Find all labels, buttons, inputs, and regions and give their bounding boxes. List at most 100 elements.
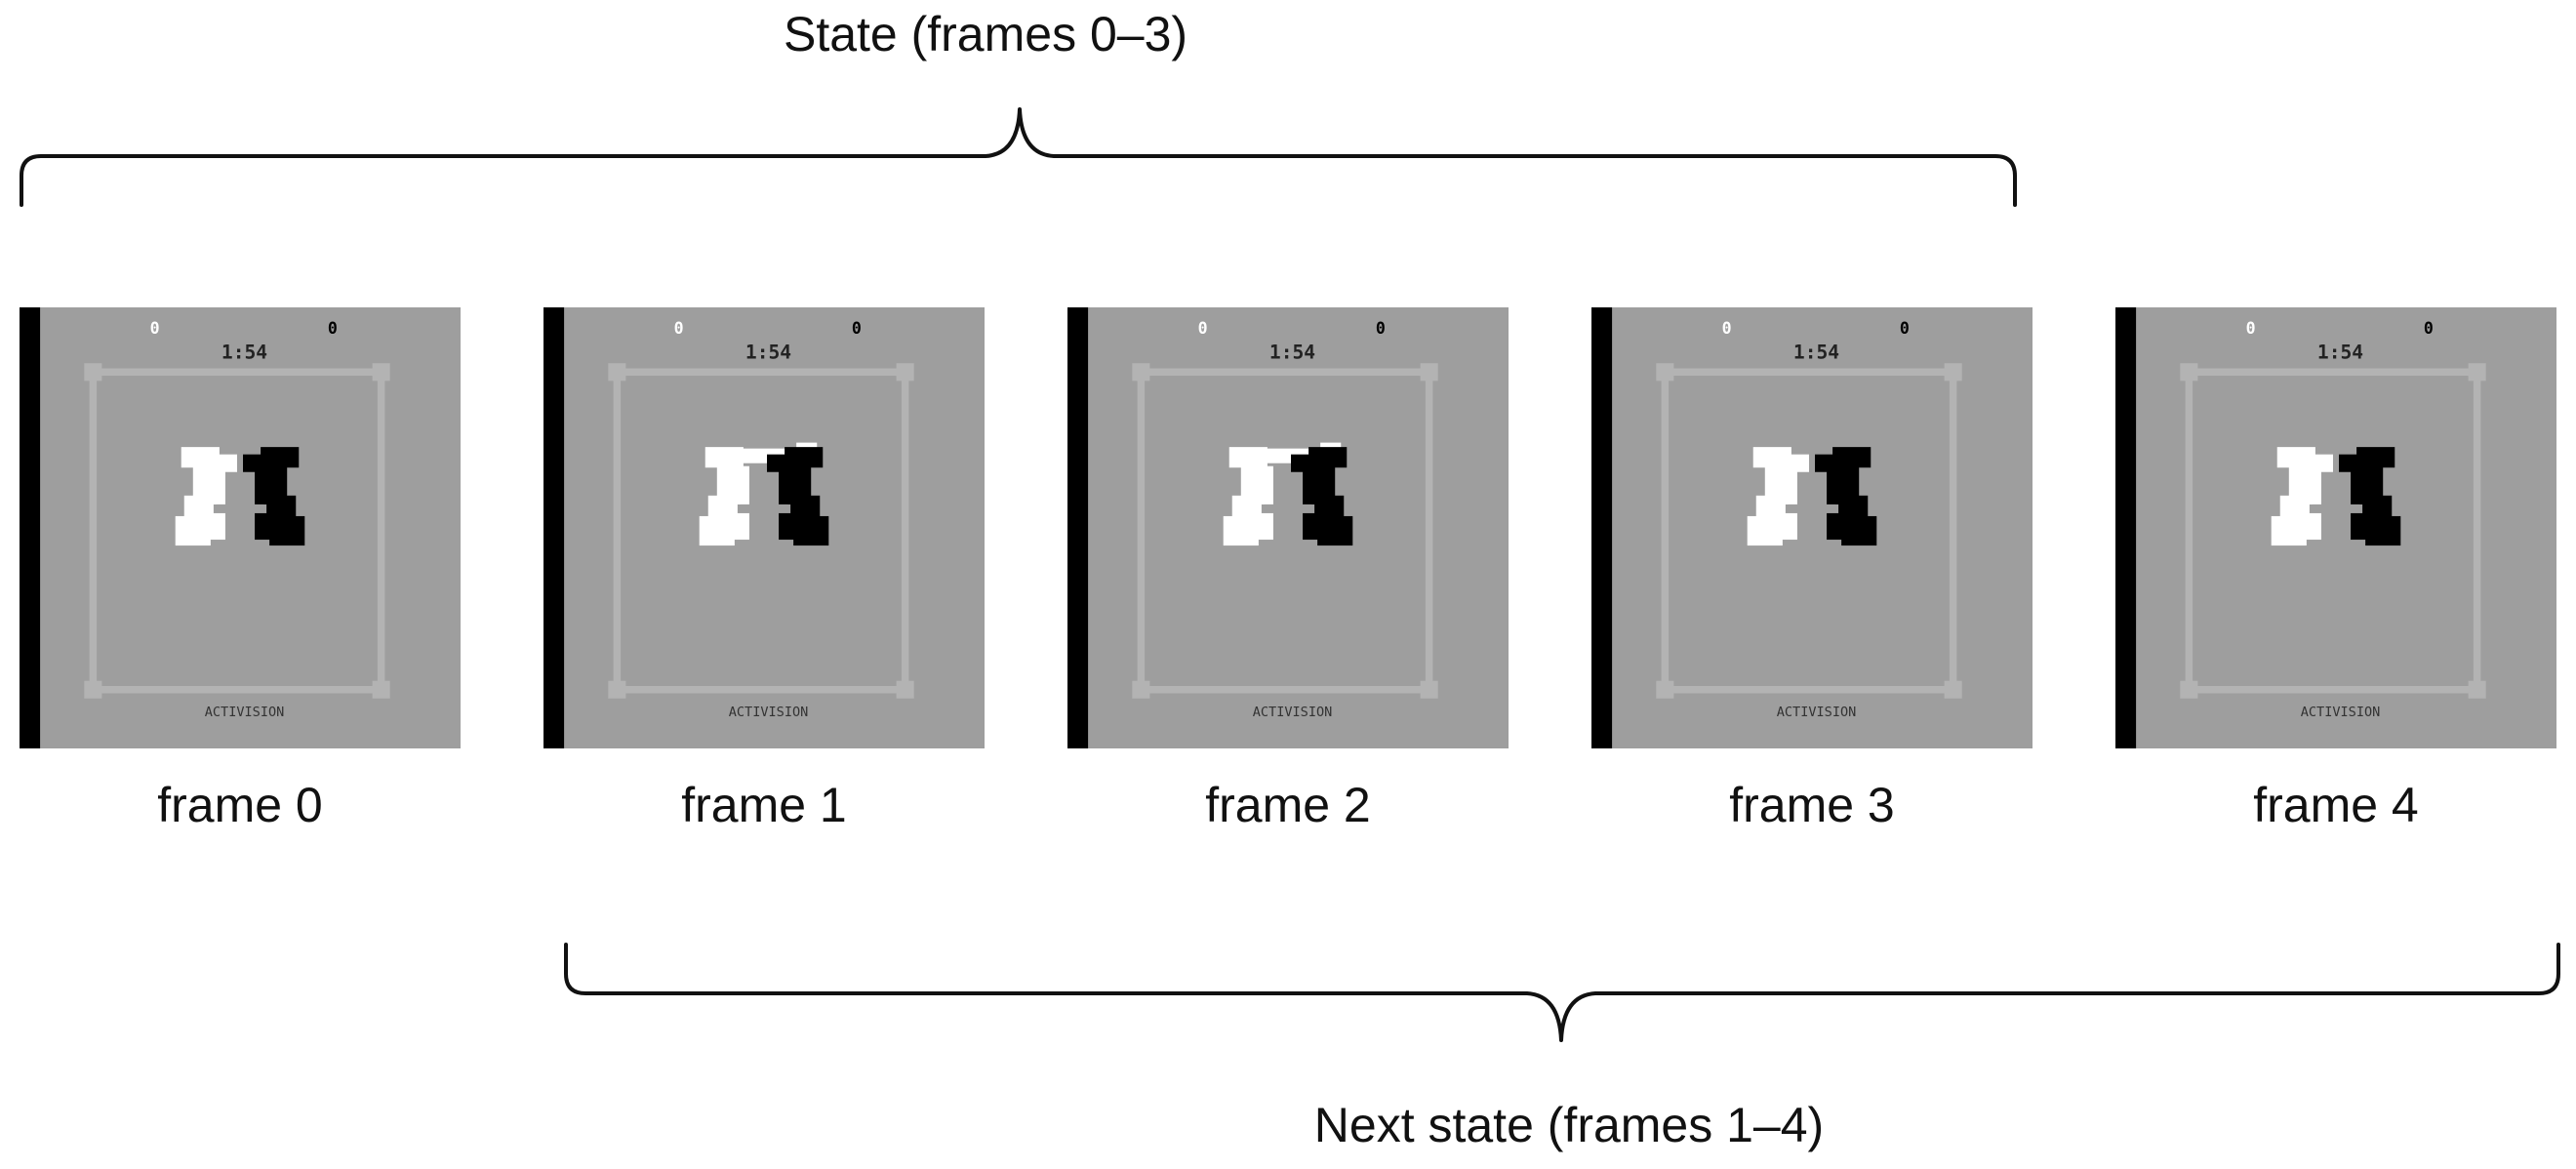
white-boxer-glove (216, 454, 237, 472)
ring-post (1944, 680, 1962, 699)
black-boxer-block (779, 512, 800, 541)
boxing-ring (613, 368, 909, 694)
round-clock: 1:54 (1269, 342, 1315, 364)
ring-post (2180, 363, 2198, 382)
white-boxer (2271, 447, 2333, 546)
score-left: 0 (2246, 319, 2256, 338)
white-boxer-block (2276, 447, 2315, 468)
black-boxer-block (1827, 512, 1848, 541)
frame-label: frame 0 (157, 778, 323, 832)
frame-left-bar (2115, 307, 2137, 748)
frame-label: frame 2 (1205, 778, 1371, 832)
white-boxer (1747, 447, 1809, 546)
white-boxer-block (719, 483, 741, 504)
black-boxer-block (1311, 483, 1333, 504)
ring-post (2180, 680, 2198, 699)
black-boxer-glove (1815, 454, 1836, 472)
activision-logo: ACTIVISION (729, 705, 809, 720)
white-boxer-glove (1788, 454, 1809, 472)
ring-post (896, 363, 914, 382)
activision-logo: ACTIVISION (1253, 705, 1333, 720)
score-right: 0 (852, 319, 862, 338)
round-clock: 1:54 (221, 342, 267, 364)
black-boxer-block (261, 447, 300, 468)
frame-label: frame 1 (681, 778, 847, 832)
ring-post (2468, 680, 2486, 699)
frame-label: frame 3 (1729, 778, 1895, 832)
black-boxer-block (2356, 447, 2395, 468)
black-boxer-glove (767, 454, 788, 472)
frame-label: frame 4 (2253, 778, 2419, 832)
black-boxer-block (1303, 512, 1324, 541)
black-boxer-block (1832, 447, 1872, 468)
black-boxer-glove (243, 454, 264, 472)
round-clock: 1:54 (2317, 342, 2363, 364)
white-boxer-block (2291, 483, 2313, 504)
white-boxer-block (195, 483, 217, 504)
round-clock: 1:54 (1793, 342, 1839, 364)
ring-post (1420, 363, 1438, 382)
black-boxer-block (2351, 512, 2372, 541)
black-boxer (767, 447, 829, 546)
ring-post (1656, 680, 1674, 699)
white-boxer-block (181, 447, 220, 468)
white-boxer-block (728, 512, 749, 541)
white-boxer-block (1776, 512, 1797, 541)
activision-logo: ACTIVISION (1777, 705, 1857, 720)
top-brace-label: State (frames 0–3) (784, 7, 1187, 61)
ring-post (608, 680, 626, 699)
ring-post (372, 680, 390, 699)
white-boxer-block (1752, 447, 1791, 468)
white-boxer-glove (2312, 454, 2333, 472)
boxing-ring (2185, 368, 2481, 694)
ring-post (1944, 363, 1962, 382)
ring-post (608, 363, 626, 382)
black-boxer-block (787, 483, 809, 504)
activision-logo: ACTIVISION (205, 705, 285, 720)
score-left: 0 (150, 319, 160, 338)
white-boxer-block (1243, 483, 1265, 504)
black-boxer-block (793, 515, 829, 546)
frame-left-bar (1591, 307, 1613, 748)
black-boxer-block (1308, 447, 1348, 468)
ring-post (84, 680, 102, 699)
ring-post (1656, 363, 1674, 382)
ring-post (372, 363, 390, 382)
boxing-ring (1137, 368, 1433, 694)
score-left: 0 (674, 319, 684, 338)
white-boxer-block (2300, 512, 2321, 541)
top-brace (20, 107, 2017, 207)
round-clock: 1:54 (745, 342, 791, 364)
bottom-brace (564, 943, 2560, 1042)
black-boxer-glove (1291, 454, 1312, 472)
ring-post (84, 363, 102, 382)
ring-post (1420, 680, 1438, 699)
ring-post (896, 680, 914, 699)
activision-logo: ACTIVISION (2301, 705, 2381, 720)
frame-left-bar (543, 307, 565, 748)
score-right: 0 (2424, 319, 2434, 338)
black-boxer-glove (2339, 454, 2360, 472)
boxing-ring (1661, 368, 1957, 694)
black-boxer-block (1835, 483, 1857, 504)
score-right: 0 (328, 319, 338, 338)
boxing-ring (89, 368, 385, 694)
black-boxer (2339, 447, 2401, 546)
frame-left-bar (1067, 307, 1089, 748)
white-boxer-block (204, 512, 225, 541)
black-boxer-block (785, 447, 824, 468)
ring-post (2468, 363, 2486, 382)
ring-post (1132, 363, 1150, 382)
white-boxer-block (1767, 483, 1789, 504)
black-boxer-block (263, 483, 285, 504)
score-left: 0 (1722, 319, 1732, 338)
score-right: 0 (1900, 319, 1910, 338)
black-boxer (1291, 447, 1353, 546)
